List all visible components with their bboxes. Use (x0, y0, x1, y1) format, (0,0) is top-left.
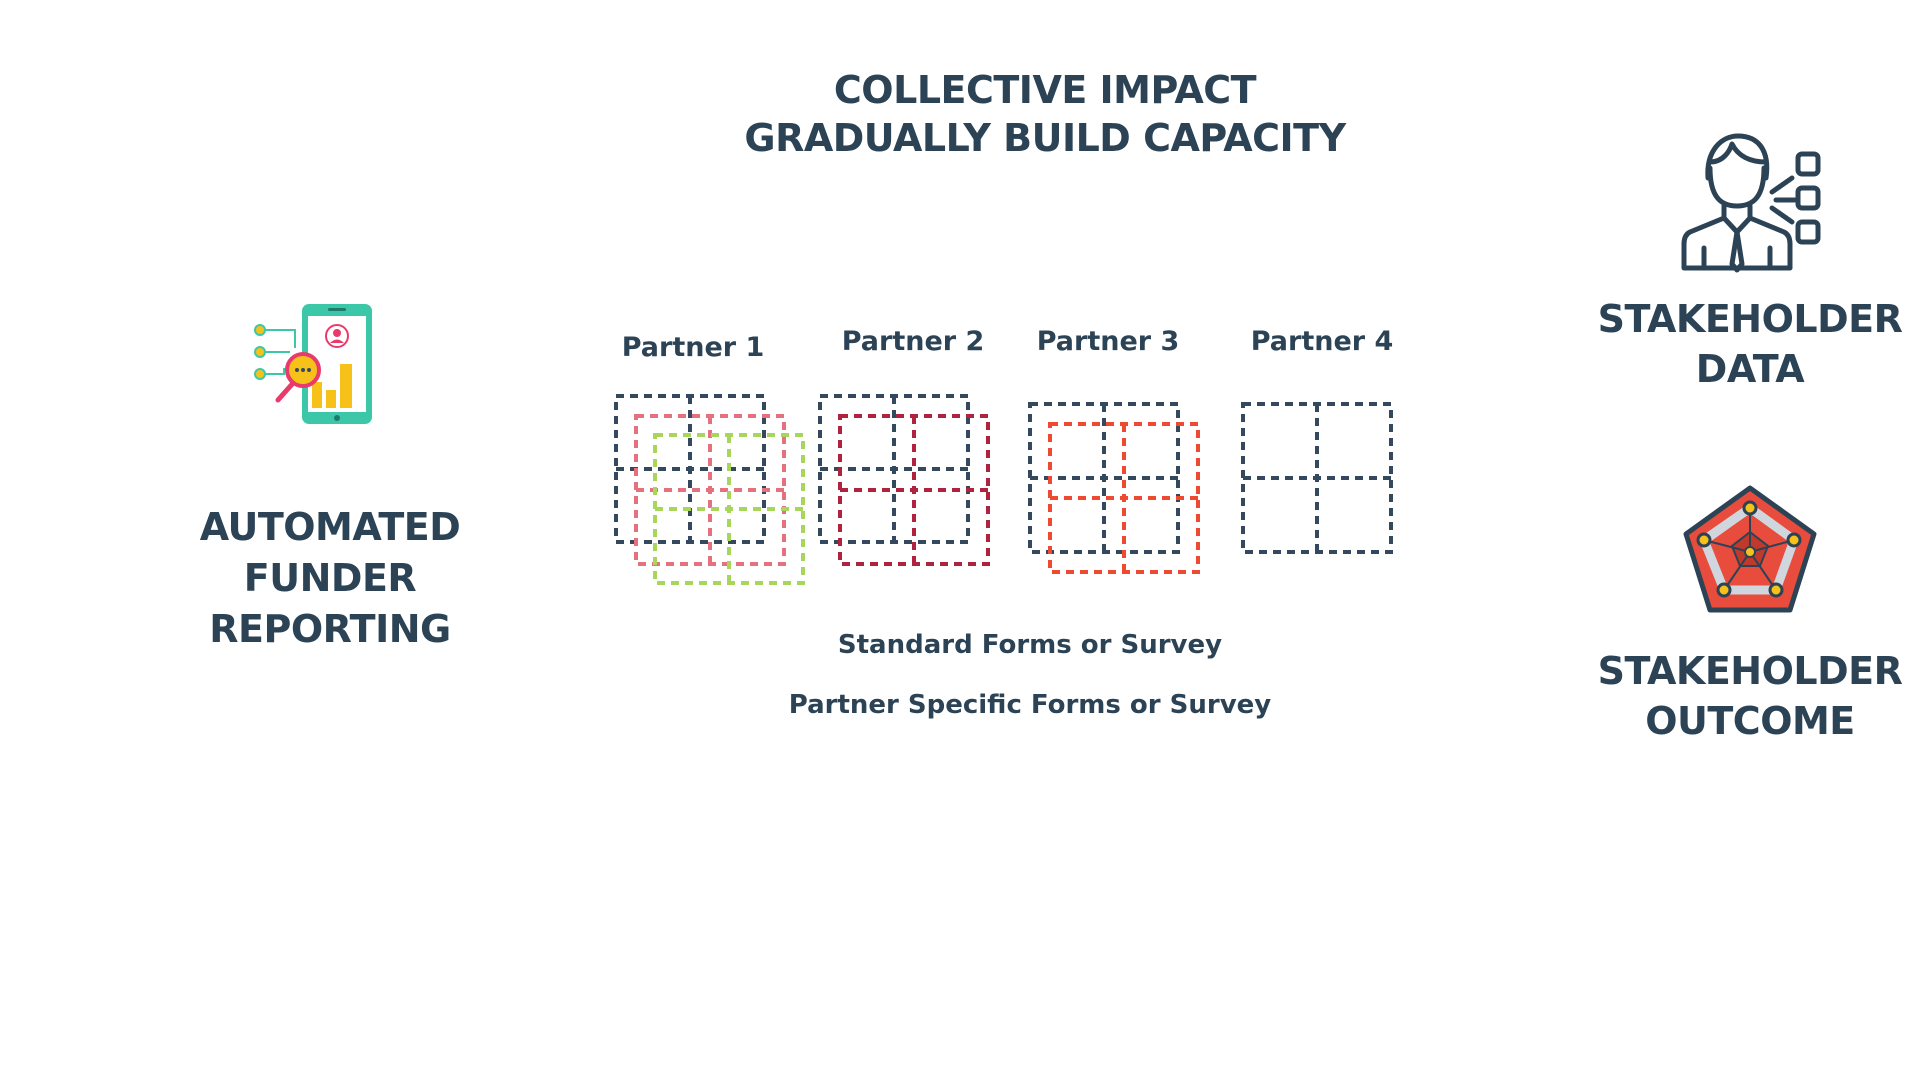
partner-1-specific-grid-b (653, 433, 805, 585)
legend-standard-forms: Standard Forms or Survey (837, 630, 1223, 660)
stakeholder-data-label: STAKEHOLDER DATA (1597, 297, 1903, 391)
partner-4-standard-grid (1241, 402, 1393, 554)
partner-1-label: Partner 1 (621, 332, 765, 363)
presenter-icon (1681, 133, 1821, 273)
phone-report-icon (254, 304, 372, 424)
title-line-2: GRADUALLY BUILD CAPACITY (744, 116, 1346, 160)
partner-2-specific-grid (838, 414, 990, 566)
legend-partner-specific-forms: Partner Specific Forms or Survey (788, 690, 1272, 720)
title-line-1: COLLECTIVE IMPACT (833, 68, 1257, 112)
partner-3-standard-grid (1028, 402, 1180, 554)
partner-3-label: Partner 3 (1036, 326, 1180, 357)
partner-1-standard-grid (614, 394, 766, 544)
automated-funder-reporting-label: AUTOMATED FUNDER REPORTING (199, 505, 461, 651)
partner-4-label: Partner 4 (1250, 326, 1394, 357)
radar-pentagon-icon (1683, 485, 1817, 613)
partner-2-standard-grid (818, 394, 970, 544)
partner-3-specific-grid (1048, 422, 1200, 574)
stakeholder-outcome-label: STAKEHOLDER OUTCOME (1597, 649, 1903, 743)
partner-2-label: Partner 2 (841, 326, 985, 357)
page-title: COLLECTIVE IMPACT GRADUALLY BUILD CAPACI… (560, 66, 1530, 162)
partner-1-specific-grid-a (634, 414, 786, 566)
